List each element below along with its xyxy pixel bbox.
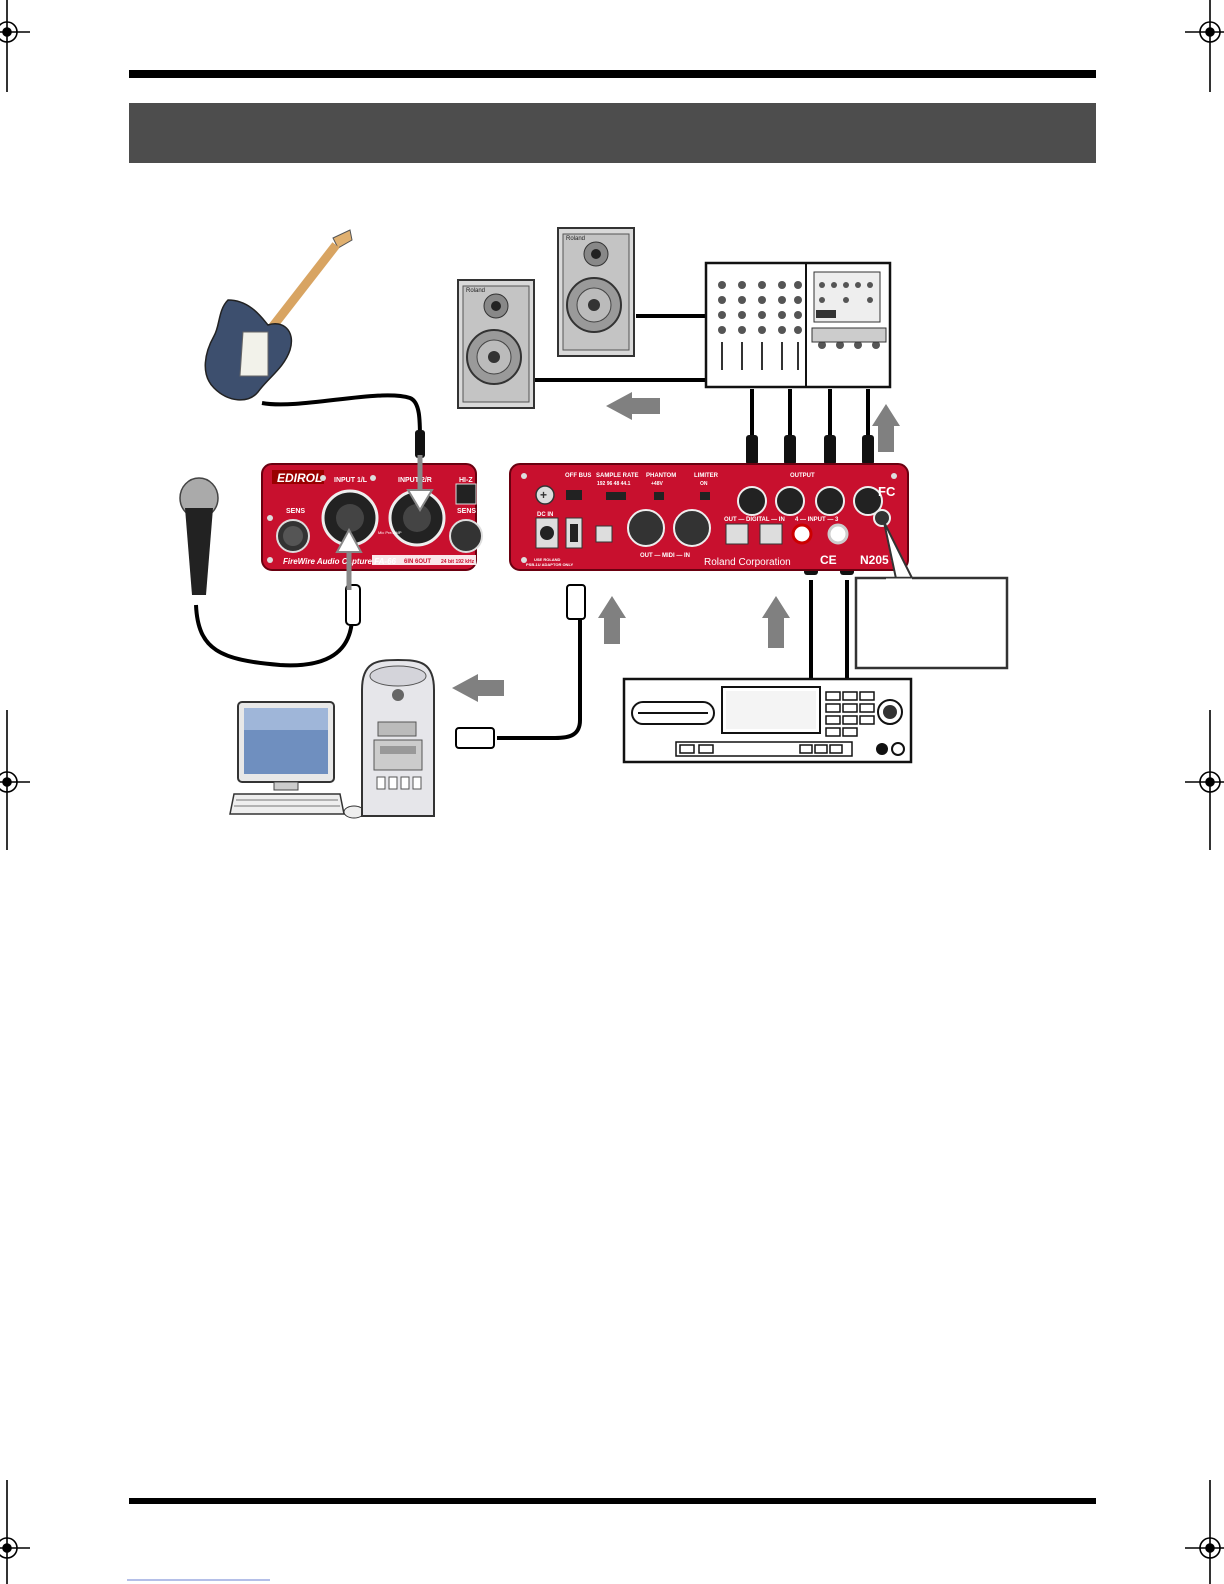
registration-mark-top-right	[1185, 0, 1224, 92]
rear-rates-label: 192 96 48 44.1	[597, 481, 631, 487]
arrow-up-mic-input	[335, 527, 363, 590]
rear-limiter-on-label: ON	[700, 481, 708, 487]
rear-fc-mark: FC	[878, 484, 896, 499]
speaker-right-brand: Roland	[566, 236, 585, 242]
front-panel: EDIROL INPUT 1/L INPUT 2/R HI-Z SENS SEN…	[261, 463, 483, 571]
front-sens2-label: SENS	[457, 508, 476, 515]
front-bit-badge: 24 bit 192 kHz	[441, 559, 475, 565]
registration-mark-bottom-right	[1185, 1480, 1224, 1584]
registration-mark-top-left	[0, 0, 30, 92]
rear-digital-label: OUT — DIGITAL — IN	[724, 517, 785, 523]
rear-phantom-label: PHANTOM	[646, 473, 676, 479]
rear-panel: + OFF BUS SAMPLE RATE 192 96 48 44.1 PHA…	[509, 463, 909, 571]
registration-mark-bottom-left	[0, 1480, 30, 1584]
front-brand: EDIROL	[277, 471, 322, 485]
arrow-down-guitar-input	[406, 455, 434, 512]
cables	[194, 314, 870, 740]
speaker-left-brand: Roland	[466, 288, 485, 294]
speaker-left-icon: Roland	[457, 279, 535, 409]
computer-tower-icon	[361, 658, 435, 817]
front-input2-label: INPUT 2/R	[398, 477, 432, 484]
top-rule	[129, 70, 1096, 78]
registration-mark-mid-right	[1185, 710, 1224, 850]
rear-limiter-label: LIMITER	[694, 473, 719, 479]
electric-guitar-icon	[204, 229, 353, 401]
arrow-left-speakers	[606, 392, 660, 420]
front-sens1-label: SENS	[286, 508, 305, 515]
arrow-up-mixer	[872, 404, 900, 452]
keyboard-icon	[229, 793, 365, 819]
arrow-up-firewire	[598, 596, 626, 644]
front-io-badge: 6IN 6OUT	[404, 559, 431, 565]
rear-phantom-v-label: +48V	[651, 481, 663, 487]
callout-box	[854, 521, 1009, 670]
speaker-right-icon: Roland	[557, 227, 635, 357]
rear-ce-mark: CE	[820, 553, 837, 567]
header-bar	[129, 103, 1096, 163]
bottom-rule	[129, 1498, 1096, 1504]
cd-recorder-icon	[622, 677, 913, 764]
rear-midi-label: OUT — MIDI — IN	[640, 553, 690, 559]
arrow-left-computer	[452, 674, 504, 702]
registration-mark-mid-left	[0, 710, 30, 850]
front-model-line: FireWire Audio Capture FA-66	[283, 557, 397, 566]
rear-dcin-label: DC IN	[537, 512, 553, 518]
mixer-icon	[704, 261, 892, 389]
rear-offbus-label: OFF BUS	[565, 473, 591, 479]
rear-input34-label: 4 — INPUT — 3	[795, 517, 839, 523]
front-hiz-label: HI-Z	[459, 477, 473, 484]
rear-adaptor-note-1: USE ROLAND	[534, 557, 561, 562]
front-input1-label: INPUT 1/L	[334, 477, 368, 484]
microphone-icon	[179, 477, 219, 595]
computer-monitor-icon	[237, 701, 335, 791]
rear-adaptor-note-2: PSB-1U ADAPTOR ONLY	[526, 562, 574, 567]
arrow-up-rca	[762, 596, 790, 648]
rear-n-mark: N205	[860, 553, 889, 567]
rear-output-label: OUTPUT	[790, 473, 815, 479]
front-micpre-label: Mic Pre-AMP	[378, 530, 402, 535]
rear-samplerate-label: SAMPLE RATE	[596, 473, 639, 479]
svg-text:+: +	[540, 488, 547, 502]
rear-maker-label: Roland Corporation	[704, 557, 791, 568]
